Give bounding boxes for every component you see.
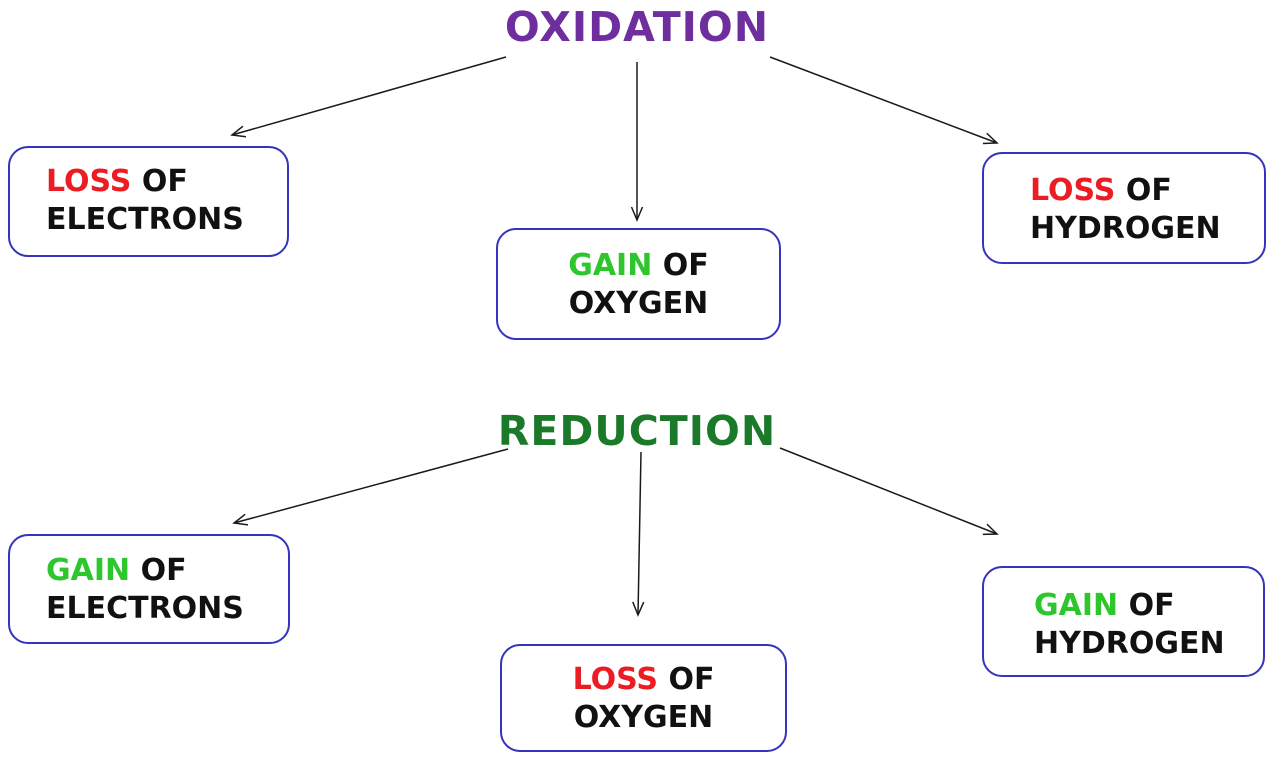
arrow-reduction-to-gain-of-electrons [232, 448, 509, 526]
word-of: OF [141, 164, 188, 199]
box-gain-of-hydrogen: GAIN OF HYDROGEN [982, 566, 1265, 677]
box-line-1: LOSS OF [1030, 172, 1264, 210]
reduction-title: REDUCTION [497, 407, 777, 455]
arrow-reduction-to-gain-of-hydrogen [779, 447, 999, 536]
box-loss-of-electrons: LOSS OF ELECTRONS [8, 146, 289, 257]
arrow-oxidation-to-loss-of-electrons [230, 56, 507, 138]
word-of: OF [662, 248, 709, 283]
keyword-loss: LOSS [1030, 173, 1116, 208]
keyword-loss: LOSS [572, 662, 658, 697]
oxidation-title: OXIDATION [504, 3, 770, 51]
box-line-1: GAIN OF [46, 552, 288, 590]
box-line-2: OXYGEN [568, 286, 709, 321]
keyword-gain: GAIN [1034, 588, 1119, 623]
box-line-2: ELECTRONS [46, 202, 244, 237]
word-of: OF [1125, 173, 1172, 208]
box-line-1: LOSS OF [502, 661, 785, 699]
word-of: OF [668, 662, 715, 697]
box-line-1: GAIN OF [498, 247, 779, 285]
box-line-1: GAIN OF [1034, 587, 1263, 625]
box-loss-of-oxygen: LOSS OF OXYGEN [500, 644, 787, 752]
box-line-2: OXYGEN [573, 700, 714, 735]
box-line-2: HYDROGEN [1030, 211, 1221, 246]
arrow-reduction-to-loss-of-oxygen [632, 451, 645, 617]
box-gain-of-oxygen: GAIN OF OXYGEN [496, 228, 781, 340]
box-line-2: HYDROGEN [1034, 626, 1225, 661]
keyword-gain: GAIN [568, 248, 653, 283]
box-line-1: LOSS OF [46, 163, 287, 201]
arrow-oxidation-to-loss-of-hydrogen [769, 56, 999, 145]
keyword-gain: GAIN [46, 553, 131, 588]
box-loss-of-hydrogen: LOSS OF HYDROGEN [982, 152, 1266, 264]
box-gain-of-electrons: GAIN OF ELECTRONS [8, 534, 290, 644]
keyword-loss: LOSS [46, 164, 132, 199]
word-of: OF [1128, 588, 1175, 623]
box-line-2: ELECTRONS [46, 591, 244, 626]
word-of: OF [140, 553, 187, 588]
